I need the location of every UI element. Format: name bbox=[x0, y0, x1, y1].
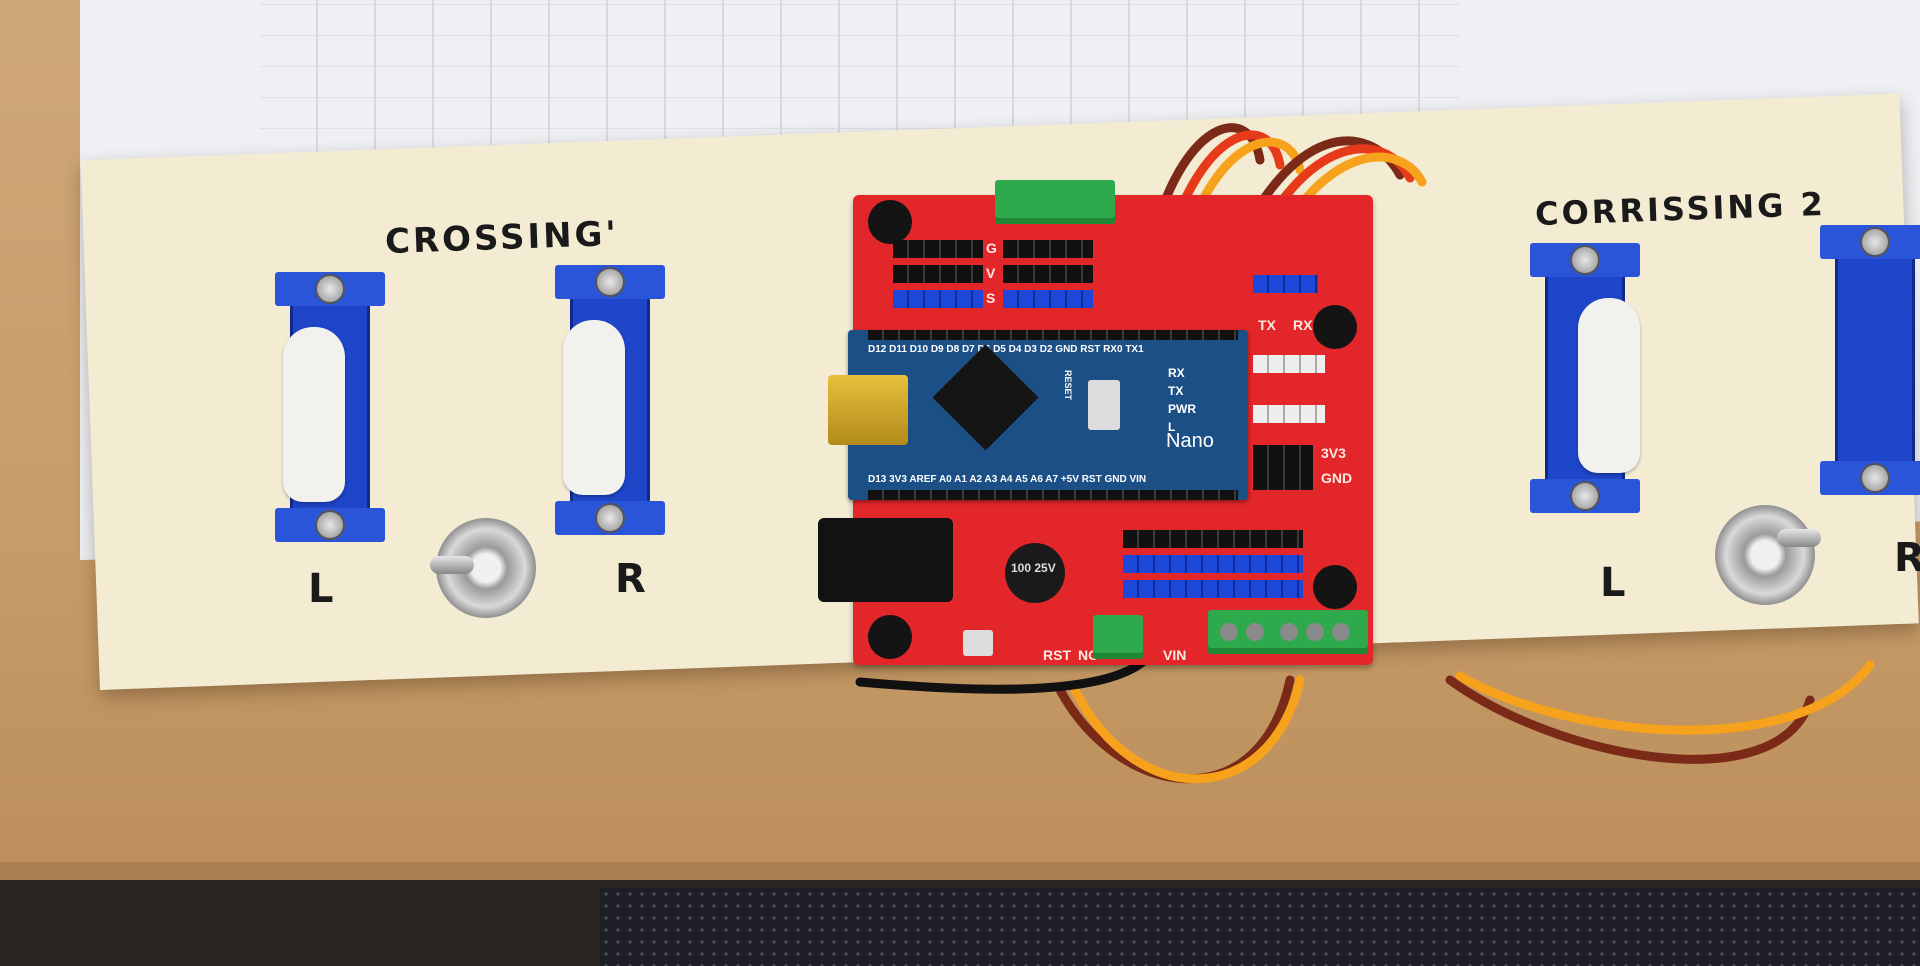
nano-led-tx: TX bbox=[1168, 384, 1184, 398]
servo-label-r: R bbox=[615, 556, 649, 602]
pin-header-v bbox=[1003, 265, 1093, 283]
silk-s: S bbox=[986, 290, 996, 306]
nano-reset-button[interactable] bbox=[1088, 380, 1120, 430]
wire-brown bbox=[1445, 675, 1815, 764]
screw-icon bbox=[1862, 229, 1888, 255]
pin-header-g bbox=[893, 240, 983, 258]
servo-horn bbox=[1578, 298, 1640, 473]
pin-header-v bbox=[893, 265, 983, 283]
screw-icon bbox=[317, 512, 343, 538]
electrolytic-capacitor: 100 25V bbox=[1005, 543, 1065, 603]
pin-header-serial bbox=[1253, 275, 1318, 293]
silk-gnd: GND bbox=[1321, 470, 1353, 486]
screw-icon bbox=[317, 276, 343, 302]
floor-carpet bbox=[600, 888, 1920, 966]
silk-g: G bbox=[986, 240, 997, 256]
wire-brown bbox=[1055, 675, 1295, 784]
mounting-hole bbox=[1313, 305, 1357, 349]
screw-icon bbox=[1220, 623, 1238, 641]
silk-3v3: 3V3 bbox=[1321, 445, 1346, 461]
silk-tx: TX bbox=[1258, 317, 1276, 333]
servo-label-r: R bbox=[1894, 535, 1920, 581]
pin-header-i2c bbox=[1253, 405, 1325, 423]
screw-terminal-top bbox=[995, 180, 1115, 224]
nano-bottom-pin-labels: D13 3V3 AREF A0 A1 A2 A3 A4 A5 A6 A7 +5V… bbox=[868, 474, 1147, 485]
screw-icon bbox=[1862, 465, 1888, 491]
pin-header-s bbox=[893, 290, 983, 308]
servo-right-crossing-l bbox=[1530, 243, 1640, 513]
pin-header-analog-v bbox=[1123, 555, 1303, 573]
microcontroller-chip bbox=[932, 344, 1039, 451]
screw-terminal-bottom bbox=[1208, 610, 1368, 654]
screw-icon bbox=[597, 269, 623, 295]
silk-v: V bbox=[986, 265, 996, 281]
pin-header-g bbox=[1003, 240, 1093, 258]
nano-led-l: L bbox=[1168, 420, 1176, 434]
screw-terminal-power bbox=[1093, 615, 1143, 659]
screw-icon bbox=[1572, 247, 1598, 273]
nano-name-label: Nano bbox=[1166, 430, 1214, 452]
toggle-lever bbox=[1777, 529, 1821, 547]
pin-header-analog-s bbox=[1123, 580, 1303, 598]
screw-icon bbox=[1246, 623, 1264, 641]
screw-icon bbox=[1280, 623, 1298, 641]
silk-vin: VIN bbox=[1163, 647, 1187, 663]
pin-header-uart bbox=[1253, 355, 1325, 373]
pin-header-power bbox=[1253, 445, 1313, 490]
wire-orange bbox=[1455, 660, 1875, 735]
mounting-hole bbox=[1313, 565, 1357, 609]
arduino-nano-board: D12 D11 D10 D9 D8 D7 D6 D5 D4 D3 D2 GND … bbox=[828, 330, 1248, 500]
screw-icon bbox=[1306, 623, 1324, 641]
nano-reset-label: RESET bbox=[1063, 369, 1074, 401]
wire-black bbox=[855, 655, 1150, 694]
mounting-hole bbox=[868, 615, 912, 659]
nano-led-rx: RX bbox=[1168, 366, 1185, 380]
reset-button[interactable] bbox=[963, 630, 993, 656]
servo-horn bbox=[563, 320, 625, 495]
wire-orange bbox=[1070, 675, 1305, 784]
screw-icon bbox=[597, 505, 623, 531]
servo-label-l: L bbox=[1600, 560, 1629, 606]
servo-left-crossing-r bbox=[555, 265, 665, 535]
nano-top-pin-labels: D12 D11 D10 D9 D8 D7 D6 D5 D4 D3 D2 GND … bbox=[868, 344, 1144, 355]
nano-pin-row-bottom bbox=[868, 490, 1238, 500]
nano-led-pwr: PWR bbox=[1168, 402, 1196, 416]
screw-icon bbox=[1572, 483, 1598, 509]
pin-header-analog-g bbox=[1123, 530, 1303, 548]
servo-right-crossing-r bbox=[1820, 225, 1920, 495]
nano-pin-row-top bbox=[868, 330, 1238, 340]
servo-body bbox=[1835, 225, 1915, 495]
dc-barrel-jack bbox=[818, 518, 953, 602]
servo-left-crossing-l bbox=[275, 272, 385, 542]
pin-header-s bbox=[1003, 290, 1093, 308]
mini-usb-port[interactable] bbox=[828, 375, 908, 445]
mounting-hole bbox=[868, 200, 912, 244]
toggle-lever bbox=[430, 556, 474, 574]
silk-rx: RX bbox=[1293, 317, 1313, 333]
toggle-switch-right[interactable] bbox=[1715, 505, 1821, 605]
servo-horn bbox=[283, 327, 345, 502]
silk-rst: RST bbox=[1043, 647, 1071, 663]
screw-icon bbox=[1332, 623, 1350, 641]
toggle-switch-left[interactable] bbox=[430, 518, 536, 618]
capacitor-label: 100 25V bbox=[1011, 561, 1056, 575]
servo-label-l: L bbox=[308, 566, 337, 612]
